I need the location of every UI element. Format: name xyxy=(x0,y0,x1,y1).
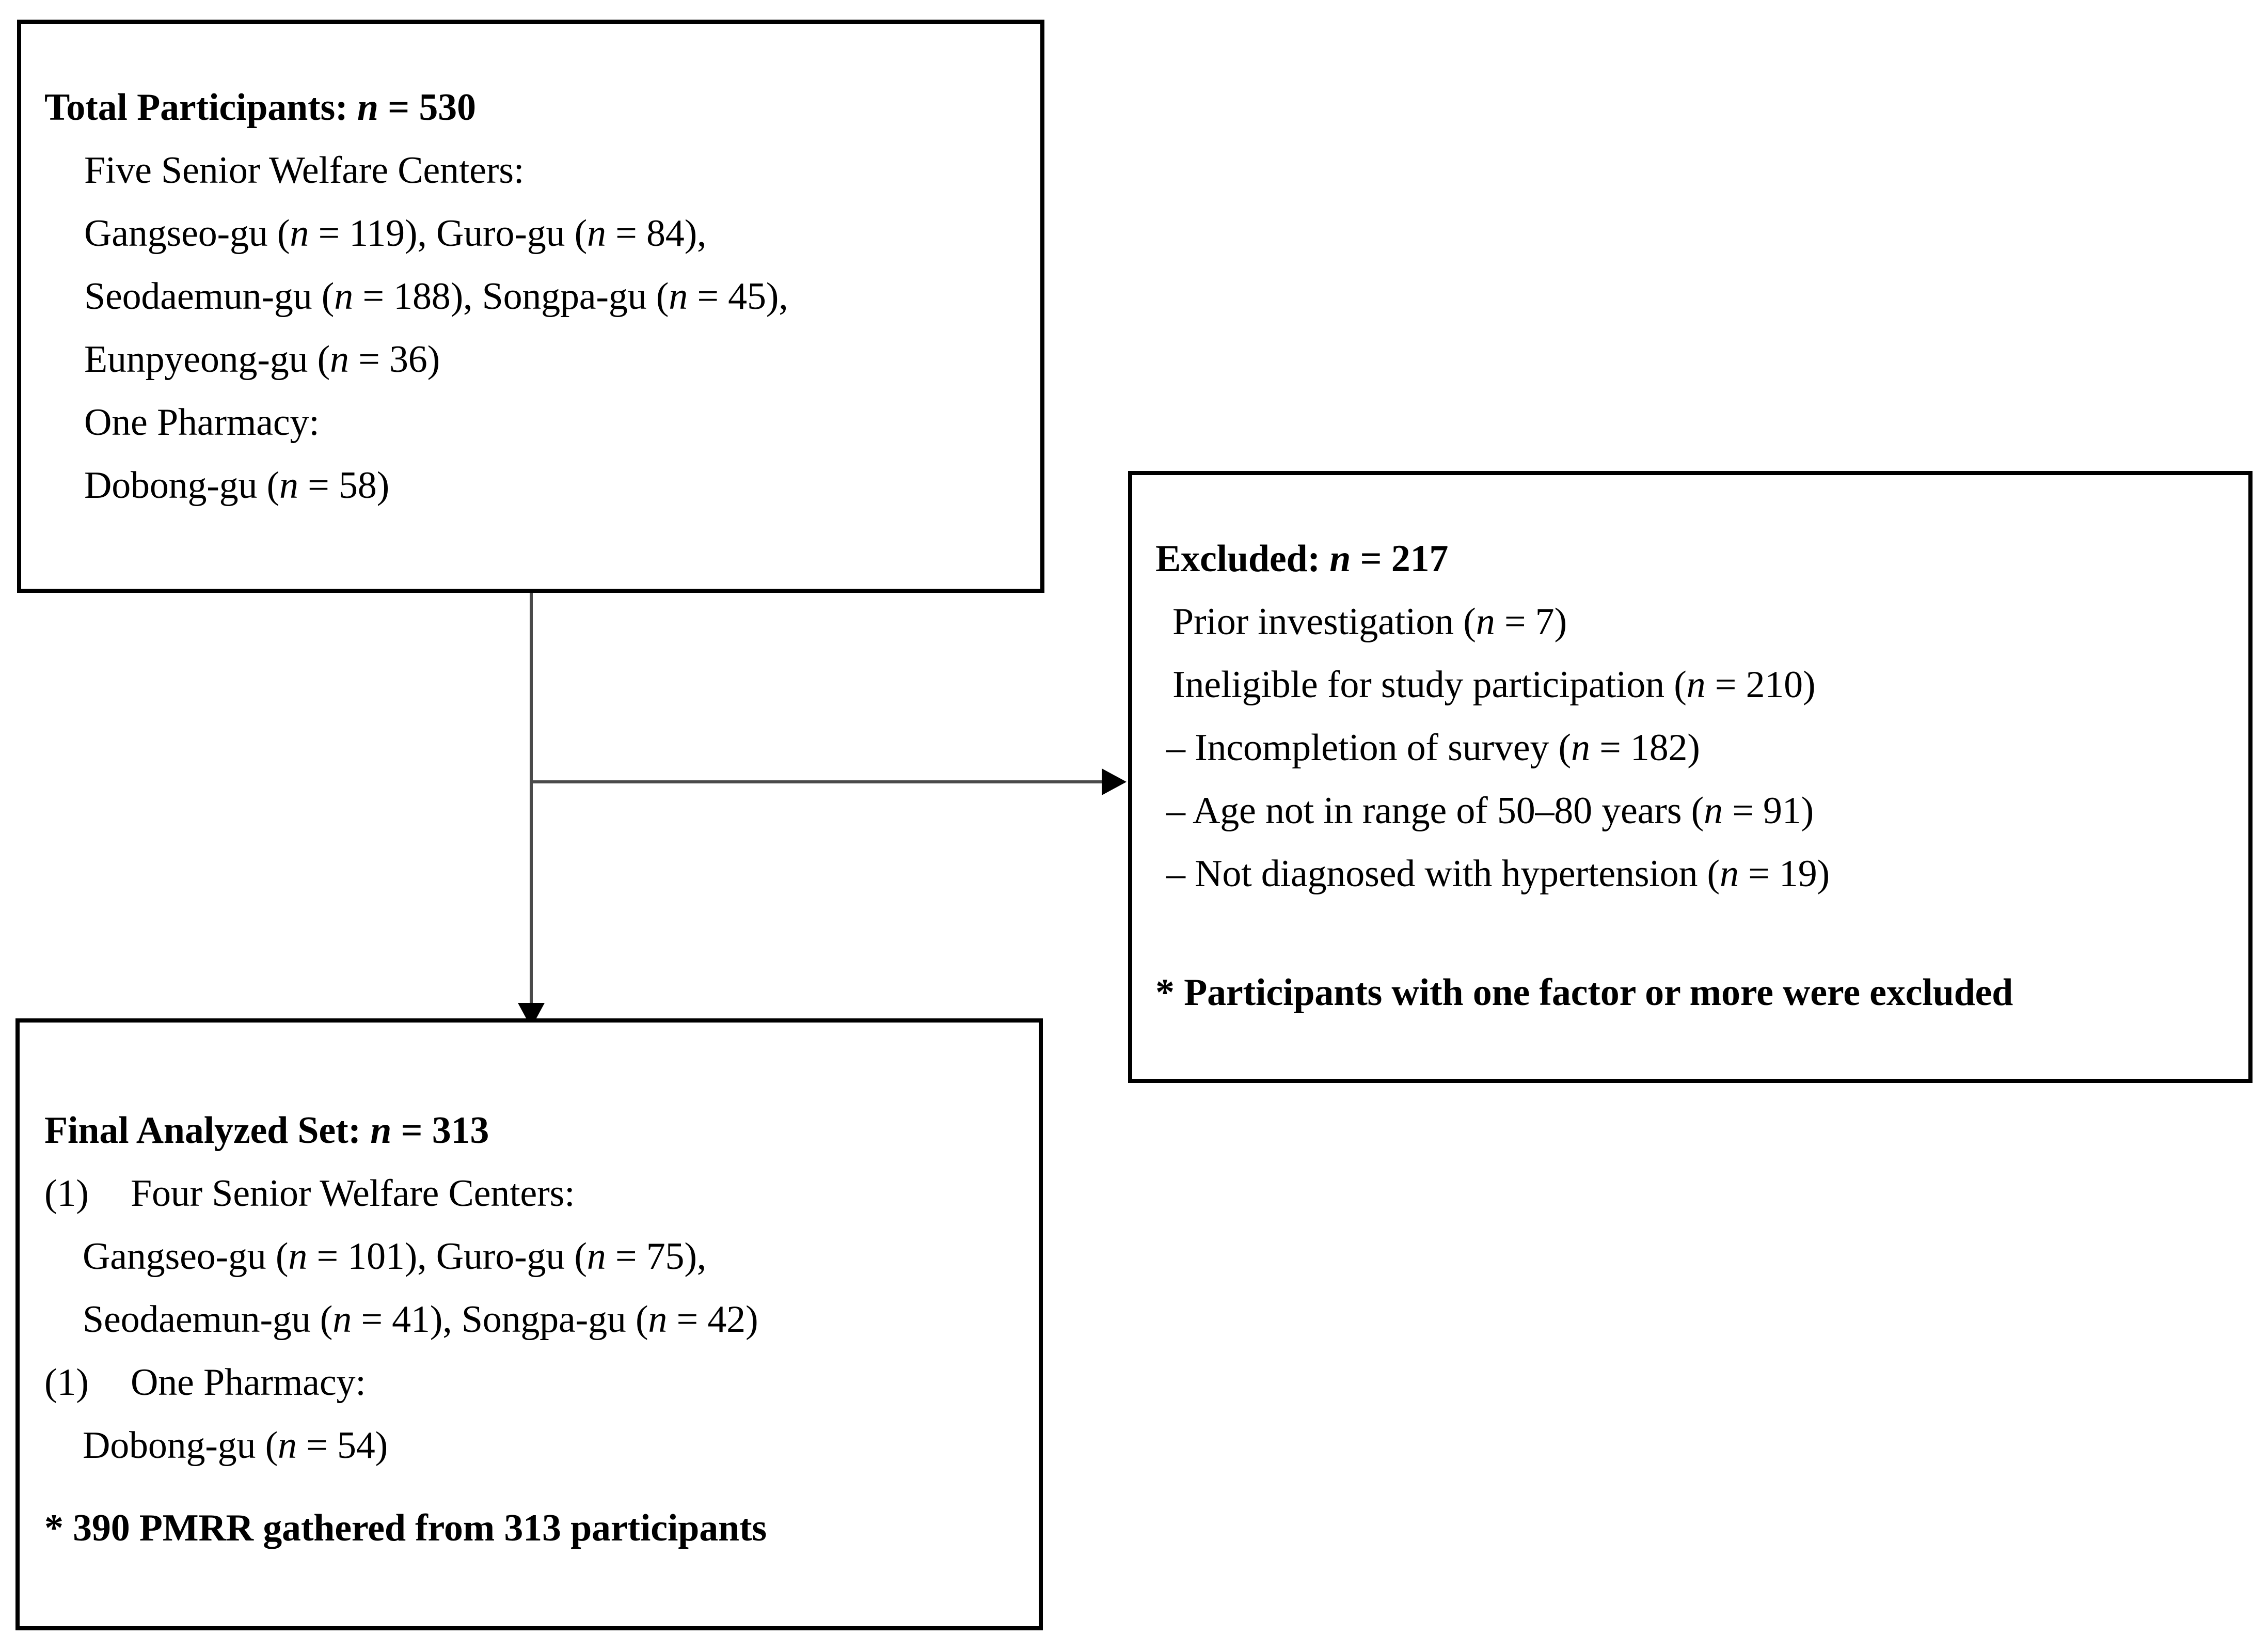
excluded-footnote: * Participants with one factor or more w… xyxy=(1155,971,2013,1014)
total-heading-n-symbol: n xyxy=(357,86,378,129)
total-participants-box: Total Participants: n = 530 Five Senior … xyxy=(17,20,1044,593)
final-heading-n-symbol: n xyxy=(370,1109,392,1152)
total-line-1: Gangseo-gu (n = 119), Guro-gu (n = 84), xyxy=(84,212,707,255)
final-item1-line-1: Seodaemun-gu (n = 41), Songpa-gu (n = 42… xyxy=(83,1298,758,1341)
excluded-line-4: – Not diagnosed with hypertension (n = 1… xyxy=(1166,853,1830,895)
final-analyzed-set-box: Final Analyzed Set: n = 313 (1) Four Sen… xyxy=(15,1018,1043,1630)
total-line-5: Dobong-gu (n = 58) xyxy=(84,464,390,507)
total-line-4: One Pharmacy: xyxy=(84,401,320,444)
total-line-0: Five Senior Welfare Centers: xyxy=(84,149,525,192)
arrowhead-right-to-excluded-box xyxy=(1102,768,1127,795)
excluded-line-3: – Age not in range of 50–80 years (n = 9… xyxy=(1166,790,1814,832)
total-heading-label: Total Participants: xyxy=(44,86,348,129)
excluded-heading-value: = 217 xyxy=(1360,538,1449,580)
connector-horizontal-total-to-excluded xyxy=(530,780,1103,783)
final-item1-text: Four Senior Welfare Centers: xyxy=(131,1172,575,1215)
final-item2-marker: (1) xyxy=(44,1361,89,1404)
excluded-heading-label: Excluded: xyxy=(1155,538,1320,580)
final-heading-value: = 313 xyxy=(401,1109,489,1152)
excluded-line-2: – Incompletion of survey (n = 182) xyxy=(1166,727,1700,769)
excluded-box: Excluded: n = 217 Prior investigation (n… xyxy=(1128,471,2253,1083)
final-heading: Final Analyzed Set: n = 313 xyxy=(44,1111,489,1150)
final-item2-text: One Pharmacy: xyxy=(131,1361,366,1404)
excluded-heading: Excluded: n = 217 xyxy=(1155,540,1448,578)
total-line-2: Seodaemun-gu (n = 188), Songpa-gu (n = 4… xyxy=(84,275,788,318)
final-item1-line-0: Gangseo-gu (n = 101), Guro-gu (n = 75), xyxy=(83,1235,707,1278)
final-item1-marker: (1) xyxy=(44,1172,89,1215)
total-heading: Total Participants: n = 530 xyxy=(44,88,476,127)
total-heading-value: = 530 xyxy=(388,86,476,129)
excluded-line-0: Prior investigation (n = 7) xyxy=(1172,601,1567,643)
final-item2-line-0: Dobong-gu (n = 54) xyxy=(83,1424,388,1467)
excluded-heading-n-symbol: n xyxy=(1329,538,1351,580)
total-line-3: Eunpyeong-gu (n = 36) xyxy=(84,338,440,381)
connector-vertical-total-to-final xyxy=(530,593,533,1028)
excluded-line-1: Ineligible for study participation (n = … xyxy=(1172,664,1816,706)
final-heading-label: Final Analyzed Set: xyxy=(44,1109,361,1152)
final-footnote: * 390 PMRR gathered from 313 participant… xyxy=(44,1507,767,1549)
